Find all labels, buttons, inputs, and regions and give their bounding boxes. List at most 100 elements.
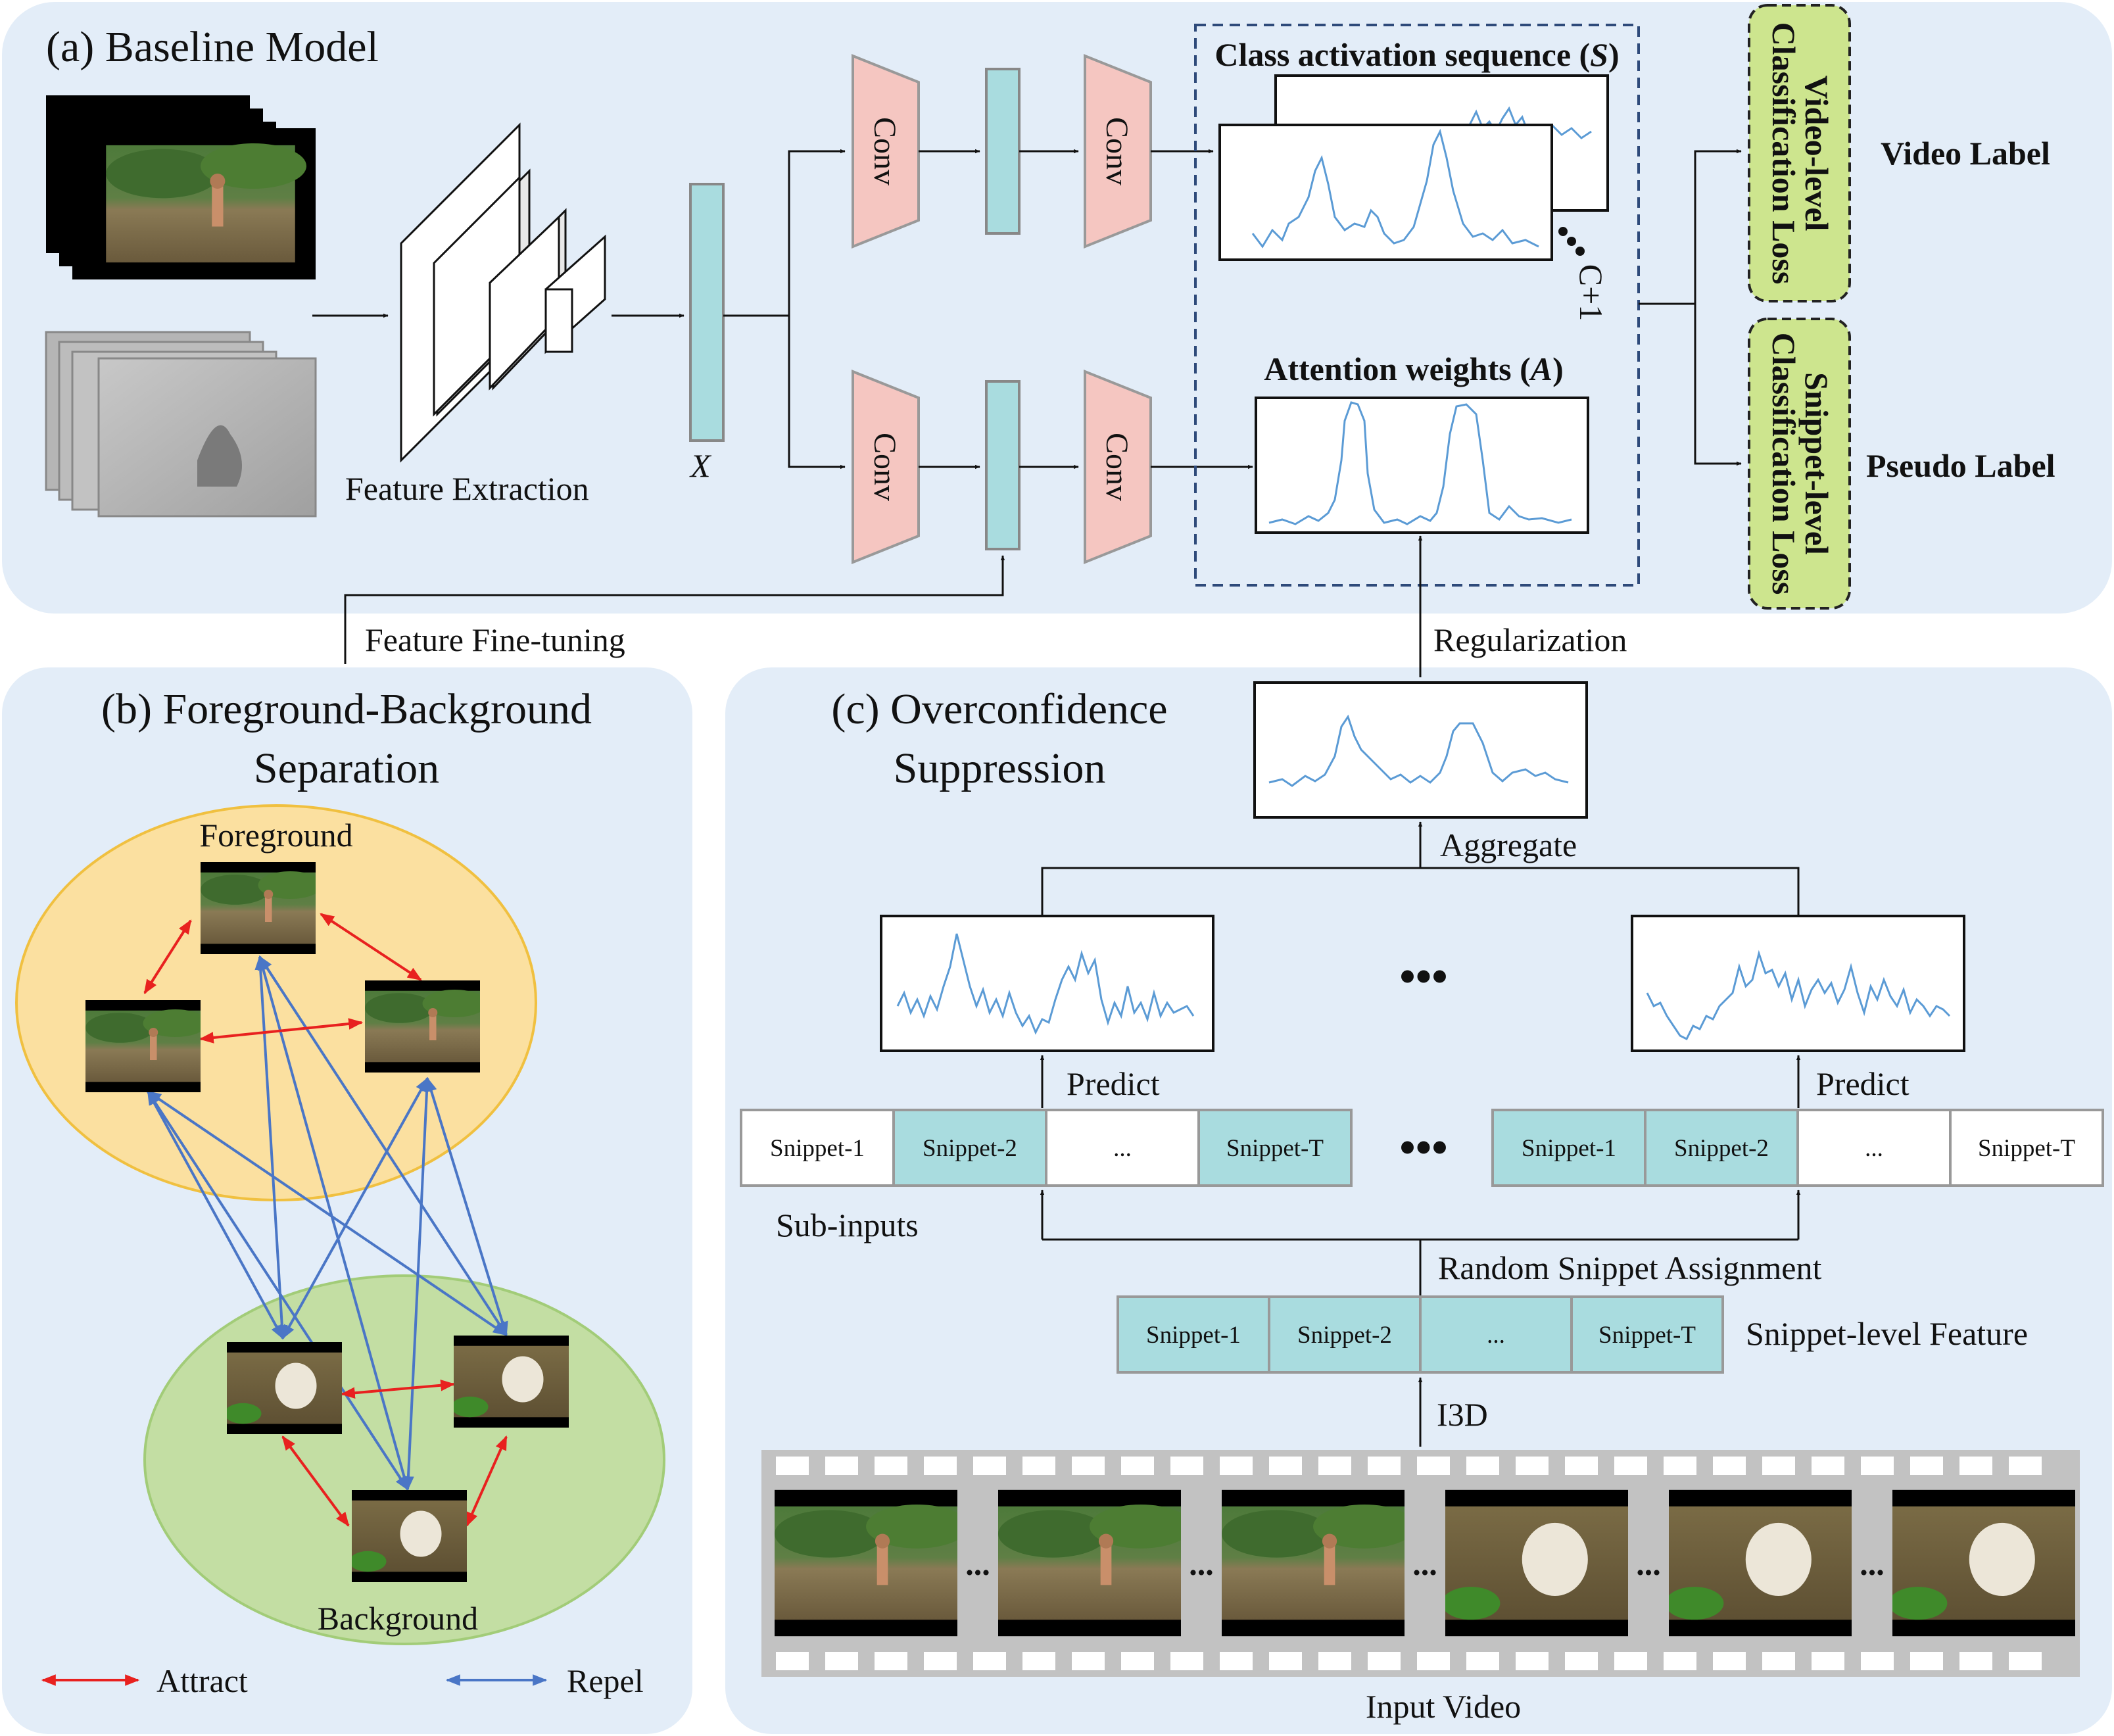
snippet-level-loss-box (1748, 318, 1851, 610)
predict-label-2: Predict (1816, 1065, 1910, 1102)
aggregated-plot (1253, 681, 1588, 819)
feature-finetuning-arrow (344, 555, 1005, 664)
conv-block-top-1 (852, 54, 920, 249)
attention-signal (1268, 401, 1572, 525)
i3d-label: I3D (1437, 1396, 1488, 1433)
background-frame-1 (227, 1342, 342, 1434)
panel-a-title: (a) Baseline Model (46, 23, 379, 71)
snippet-label: Snippet-T (1226, 1135, 1324, 1162)
foreground-frame-2 (85, 1000, 201, 1092)
rgb-frame-stack-icon (46, 95, 316, 279)
snippet-cell (1419, 1295, 1573, 1374)
feature-extraction-label: Feature Extraction (345, 470, 589, 507)
feature-bar-bottom (985, 380, 1021, 550)
conv-block-bottom-2 (1084, 370, 1152, 564)
x-to-attention-branch (788, 316, 846, 470)
snippet-label: ... (1487, 1322, 1505, 1349)
snippet-label: ... (1113, 1135, 1132, 1162)
foreground-label: Foreground (199, 817, 352, 854)
background-cluster (143, 1274, 665, 1645)
prediction-signal-2 (1646, 950, 1951, 1041)
film-ellipsis-4: ... (1636, 1545, 1661, 1582)
background-frame-2 (454, 1336, 569, 1428)
film-strip-icon (761, 1450, 2080, 1677)
predict-label-1: Predict (1067, 1065, 1160, 1102)
background-frame-3 (352, 1490, 467, 1582)
foreground-frame-1 (201, 862, 316, 954)
more-classes-dots-icon (1558, 227, 1585, 256)
snippet-label: Snippet-T (1978, 1135, 2075, 1162)
plots-ellipsis: ••• (1399, 952, 1448, 1002)
background-label: Background (318, 1600, 478, 1637)
feature-finetuning-label: Feature Fine-tuning (365, 621, 625, 658)
snippet-cell (1268, 1295, 1422, 1374)
cas-front-signal (1251, 128, 1539, 249)
optical-flow-stack-icon (45, 331, 317, 518)
snippet-label: Snippet-2 (923, 1135, 1017, 1162)
conv-block-bottom-1 (852, 370, 920, 564)
to-video-loss-arrow (1694, 149, 1742, 304)
sub-input-row-1: Snippet-1 Snippet-2 ... Snippet-T (740, 1109, 1353, 1187)
snippet-cell (1491, 1109, 1646, 1187)
film-ellipsis-1: ... (965, 1545, 990, 1582)
aggregated-signal (1268, 714, 1569, 787)
snippet-cell (1570, 1295, 1724, 1374)
cas-front-plot (1218, 124, 1553, 261)
conv-label-bottom-2: Conv (1099, 433, 1134, 501)
snippet-cell (1197, 1109, 1353, 1187)
x-feature-bar (689, 183, 725, 442)
snippet-cell (1796, 1109, 1952, 1187)
to-snippet-loss-arrow (1694, 304, 1742, 466)
cas-title: Class activation sequence (S) (1214, 36, 1619, 73)
input-video-label: Input Video (1366, 1688, 1521, 1725)
video-label-text: Video Label (1881, 135, 2050, 172)
random-assignment-label: Random Snippet Assignment (1438, 1249, 1821, 1286)
output-group-dashed-box (1194, 24, 1640, 587)
conv-block-top-2 (1084, 54, 1152, 249)
regularization-label: Regularization (1433, 621, 1627, 658)
film-ellipsis-3: ... (1412, 1545, 1437, 1582)
snippet-cell (1117, 1295, 1270, 1374)
sub-input-row-2: Snippet-1 Snippet-2 ... Snippet-T (1491, 1109, 2104, 1187)
film-ellipsis-5: ... (1860, 1545, 1885, 1582)
attract-arrows (143, 913, 508, 1528)
snippet-cell (1949, 1109, 2104, 1187)
foreground-frame-3 (365, 980, 480, 1073)
snippet-label: ... (1865, 1135, 1883, 1162)
c-plus-1-label: C+1 (1573, 264, 1610, 322)
snippet-cell (892, 1109, 1047, 1187)
conv-label-top-1: Conv (867, 117, 902, 185)
conv-label-top-2: Conv (1099, 117, 1134, 185)
snippet-label: Snippet-1 (770, 1135, 865, 1162)
snippet-label: Snippet-1 (1146, 1322, 1241, 1349)
snippet-label: Snippet-1 (1522, 1135, 1616, 1162)
snippet-label: Snippet-T (1598, 1322, 1696, 1349)
attract-legend-label: Attract (156, 1662, 248, 1699)
sub-inputs-label: Sub-inputs (776, 1207, 919, 1243)
attention-plot (1255, 397, 1589, 534)
sub-inputs-ellipsis: ••• (1399, 1122, 1448, 1173)
video-level-loss-box (1748, 4, 1851, 302)
cnn-feature-extractor-icon (400, 122, 606, 463)
snippet-level-feature-row: Snippet-1 Snippet-2 ... Snippet-T (1117, 1295, 1724, 1374)
repel-legend-label: Repel (567, 1662, 644, 1699)
film-ellipsis-2: ... (1189, 1545, 1214, 1582)
snippet-cell (1045, 1109, 1200, 1187)
snippet-label: Snippet-2 (1674, 1135, 1769, 1162)
pseudo-label-text: Pseudo Label (1866, 447, 2055, 484)
video-level-loss-label: Video-levelClassification Loss (1766, 22, 1835, 285)
feature-bar-top (985, 68, 1021, 235)
snippet-level-feature-label: Snippet-level Feature (1746, 1315, 2028, 1352)
prediction-signal-1 (896, 933, 1195, 1035)
aggregate-label: Aggregate (1440, 827, 1577, 863)
x-label: X (689, 447, 712, 484)
snippet-label: Snippet-2 (1297, 1322, 1392, 1349)
attention-title: Attention weights (A) (1264, 350, 1564, 387)
snippet-level-loss-label: Snippet-levelClassification Loss (1766, 333, 1835, 595)
x-to-cas-branch (723, 149, 846, 317)
conv-label-bottom-1: Conv (867, 433, 902, 501)
snippet-cell (740, 1109, 895, 1187)
prediction-plot-1 (880, 915, 1214, 1052)
